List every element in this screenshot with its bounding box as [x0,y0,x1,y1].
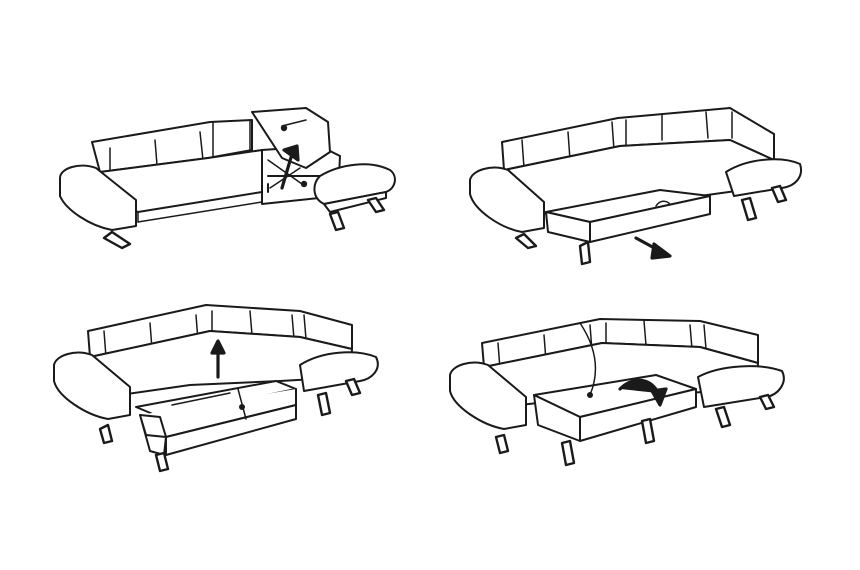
hinge-point [300,180,308,188]
storage-lid-open [251,107,331,169]
sofa-leg [560,417,656,467]
step-2-illustration [469,107,802,266]
right-armrest [299,351,379,392]
sofa-leg [154,451,170,473]
left-armrest [469,166,545,233]
sofa-leg [328,196,386,232]
drawer-front [165,404,297,456]
sofa-leg [98,423,114,445]
step-3-lift-seat-panel [0,285,430,570]
fold-down-arrow-icon [618,378,668,407]
pull-arrow-icon [634,236,672,260]
step-4-unfold-bed-panel [430,285,860,570]
left-armrest [53,351,131,420]
step-2-pull-drawer-panel [430,0,860,285]
sofa-leg [714,393,776,429]
hinge-point [280,124,288,132]
lift-arrow-icon [210,339,226,379]
sofa-leg [740,184,788,222]
sofa-leg [578,240,592,266]
hinge-point [587,392,593,398]
sofa-leg [514,232,538,250]
left-armrest [449,361,527,430]
sofa-leg [102,230,132,250]
hinge-point [239,404,245,410]
left-armrest [59,164,137,231]
fold-path-line [579,322,597,396]
sofa-leg [316,377,362,417]
step-3-illustration [53,304,379,473]
step-4-illustration [449,318,785,467]
step-1-illustration [59,107,396,250]
lift-arrow-icon [280,144,300,190]
step-1-open-storage-panel [0,0,430,285]
sofa-leg [494,433,510,455]
right-armrest [725,158,802,197]
